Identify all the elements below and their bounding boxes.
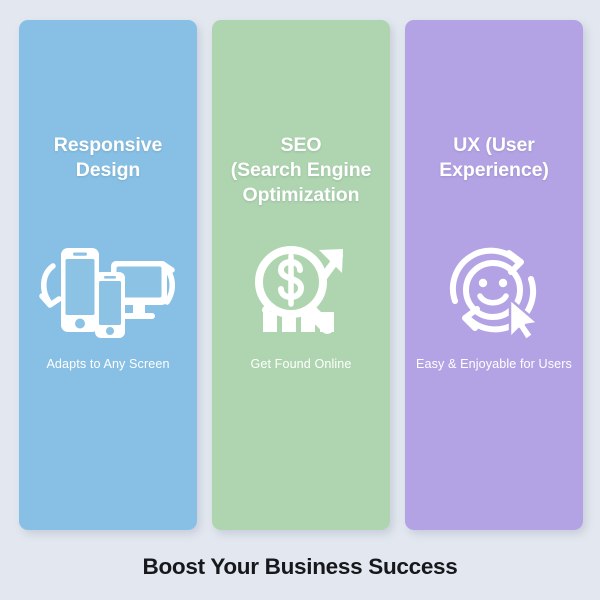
footer-headline: Boost Your Business Success — [142, 554, 458, 579]
card-caption-responsive-design: Adapts to Any Screen — [46, 357, 170, 371]
card-caption-ux: Easy & Enjoyable for Users — [416, 357, 572, 371]
card-title-ux: UX (User Experience) — [439, 134, 549, 181]
feature-cards-row: Responsive Design — [19, 20, 583, 530]
card-background-ux — [405, 20, 583, 530]
feature-card-ux[interactable]: UX (User Experience) — [405, 20, 583, 530]
feature-card-seo[interactable]: SEO (Search Engine Optimization — [212, 20, 390, 530]
card-title-seo: SEO (Search Engine Optimization — [230, 134, 372, 206]
feature-card-responsive-design[interactable]: Responsive Design — [19, 20, 197, 530]
card-caption-seo: Get Found Online — [250, 357, 352, 371]
ux-smiley-cursor-refresh-icon — [405, 232, 583, 347]
card-title-responsive-design: Responsive Design — [53, 134, 163, 181]
responsive-devices-icon — [19, 232, 197, 347]
seo-magnifier-dollar-growth-icon — [212, 232, 390, 347]
